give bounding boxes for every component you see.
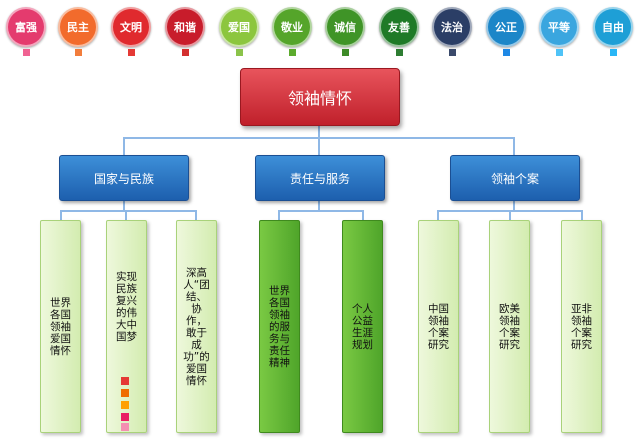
connector-line bbox=[513, 199, 515, 211]
value-circle: 平等 bbox=[539, 7, 579, 47]
value-circle: 公正 bbox=[486, 7, 526, 47]
value-marker bbox=[182, 49, 189, 56]
connector-line bbox=[125, 210, 127, 220]
leaf-text: 实现民族复兴的伟大中国梦 bbox=[116, 270, 137, 343]
value-marker bbox=[23, 49, 30, 56]
color-marker bbox=[121, 401, 129, 409]
connector-line bbox=[437, 210, 439, 220]
leaf-node: 欧美领袖个案研究 bbox=[489, 220, 530, 433]
value-marker bbox=[75, 49, 82, 56]
connector-line bbox=[60, 210, 62, 220]
value-marker bbox=[449, 49, 456, 56]
connector-line bbox=[318, 199, 320, 211]
value-circle: 法治 bbox=[432, 7, 472, 47]
value-marker bbox=[556, 49, 563, 56]
category-node: 领袖个案 bbox=[450, 155, 580, 201]
leaf-node: 世界各国领袖的服务与责任精神 bbox=[259, 220, 300, 433]
color-marker bbox=[121, 377, 129, 385]
value-circle: 富强 bbox=[6, 7, 46, 47]
value-marker bbox=[289, 49, 296, 56]
connector-line bbox=[581, 210, 583, 220]
connector-line bbox=[278, 210, 280, 220]
value-circle: 敬业 bbox=[272, 7, 312, 47]
value-circle: 诚信 bbox=[325, 7, 365, 47]
leaf-text: 中国领袖个案研究 bbox=[428, 302, 449, 351]
value-marker bbox=[503, 49, 510, 56]
value-circle: 自由 bbox=[593, 7, 633, 47]
color-marker bbox=[121, 389, 129, 397]
leaf-text: 世界各国领袖爱国情怀 bbox=[50, 296, 71, 357]
leaf-node: 实现民族复兴的伟大中国梦 bbox=[106, 220, 147, 433]
connector-line bbox=[60, 210, 197, 212]
category-node: 国家与民族 bbox=[59, 155, 189, 201]
root-node: 领袖情怀 bbox=[240, 68, 400, 126]
connector-line bbox=[318, 137, 320, 155]
leaf-node: 个人公益生涯规划 bbox=[342, 220, 383, 433]
connector-line bbox=[509, 210, 511, 220]
connector-line bbox=[278, 210, 364, 212]
leaf-text: 深高人“团结、协作，敢于成功”的爱国情怀 bbox=[183, 266, 210, 387]
value-circle: 民主 bbox=[58, 7, 98, 47]
leaf-text: 个人公益生涯规划 bbox=[352, 302, 373, 351]
value-marker bbox=[342, 49, 349, 56]
connector-line bbox=[362, 210, 364, 220]
value-marker bbox=[396, 49, 403, 56]
color-marker bbox=[121, 423, 129, 431]
value-marker bbox=[610, 49, 617, 56]
leaf-text: 世界各国领袖的服务与责任精神 bbox=[269, 284, 290, 369]
leaf-text: 欧美领袖个案研究 bbox=[499, 302, 520, 351]
leaf-node: 中国领袖个案研究 bbox=[418, 220, 459, 433]
color-marker bbox=[121, 413, 129, 421]
connector-line bbox=[513, 137, 515, 155]
leaf-node: 亚非领袖个案研究 bbox=[561, 220, 602, 433]
category-node: 责任与服务 bbox=[255, 155, 385, 201]
value-marker bbox=[236, 49, 243, 56]
leaf-node: 世界各国领袖爱国情怀 bbox=[40, 220, 81, 433]
connector-line bbox=[123, 199, 125, 211]
value-circle: 和谐 bbox=[165, 7, 205, 47]
connector-line bbox=[195, 210, 197, 220]
value-circle: 爱国 bbox=[219, 7, 259, 47]
leaf-node: 深高人“团结、协作，敢于成功”的爱国情怀 bbox=[176, 220, 217, 433]
value-circle: 友善 bbox=[379, 7, 419, 47]
value-marker bbox=[128, 49, 135, 56]
connector-line bbox=[123, 137, 125, 155]
value-circle: 文明 bbox=[111, 7, 151, 47]
connector-line bbox=[318, 124, 320, 138]
leaf-text: 亚非领袖个案研究 bbox=[571, 302, 592, 351]
